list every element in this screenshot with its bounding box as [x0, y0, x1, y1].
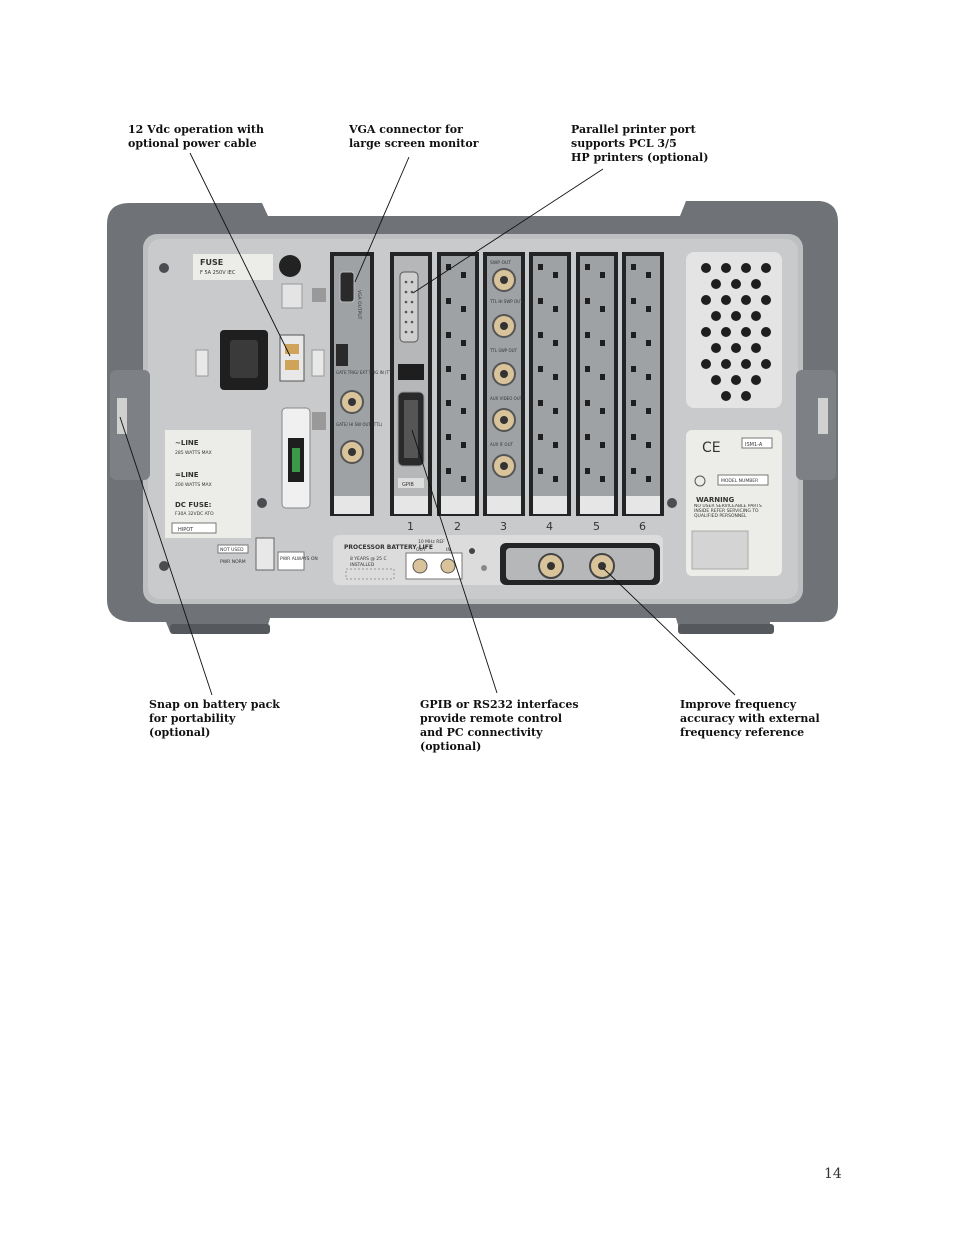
callout-leader-lines — [119, 152, 736, 696]
callout-power-cable: 12 Vdc operation with optional power cab… — [128, 123, 264, 150]
power-mode-switch[interactable] — [255, 537, 275, 571]
dc-fuse-rating: F30A 32VDC ATO — [175, 511, 214, 517]
battery-years: 8 YEARS @ 25 C — [350, 556, 387, 562]
hipot-label: HIPOT — [178, 527, 194, 533]
slot-number-2: 2 — [454, 520, 461, 533]
slot-number-5: 5 — [593, 520, 600, 533]
ref-in-connector[interactable] — [440, 558, 456, 574]
warning-text: NO USER SERVICEABLE PARTS INSIDE REFER S… — [694, 504, 762, 519]
ce-mark: CE — [702, 440, 721, 456]
card-slots: VGA OUTPUT GATE TRIG/ EXT TRIG IN (TTL) … — [330, 252, 664, 533]
dc-power-connector[interactable] — [279, 334, 305, 382]
line-watts: 285 WATTS MAX — [175, 450, 212, 456]
vga-output-label: VGA OUTPUT — [356, 290, 362, 320]
gpib-tag: GPIB — [402, 482, 414, 488]
slot-number-3: 3 — [500, 520, 507, 533]
slot-number-4: 4 — [546, 520, 553, 533]
callout-frequency-reference: Improve frequency accuracy with external… — [680, 698, 820, 739]
fan-grille — [686, 252, 782, 408]
callout-gpib-rs232: GPIB or RS232 interfaces provide remote … — [420, 698, 579, 753]
parallel-printer-port[interactable] — [399, 271, 419, 343]
pwr-norm-label: PWR NORM — [220, 559, 246, 565]
gate-hi-label: GATE/ HI SW OUT (TTL) — [336, 422, 383, 427]
dc-fuse-title: DC FUSE: — [175, 501, 212, 509]
ttl-swp-out-label: TTL SWP OUT — [489, 348, 518, 353]
ref-in-label: IN — [446, 547, 451, 553]
fuse-title: FUSE — [200, 258, 223, 267]
warning-title: WARNING — [696, 496, 735, 504]
battery-installed: INSTALLED — [350, 562, 375, 568]
gate-trig-label: GATE TRIG/ EXT TRIG IN (TTL) — [336, 370, 396, 375]
fuse-label — [193, 254, 273, 280]
ism-label: ISM1-A — [745, 442, 763, 448]
fuse-rating: F 5A 250V IEC — [200, 270, 236, 276]
ref-out-label: OUT — [416, 547, 426, 553]
dc-line-title: =LINE — [175, 471, 199, 479]
instrument-rear-panel: FUSE F 5A 250V IEC ~LINE 285 WATTS MAX =… — [107, 152, 838, 696]
callout-vga-connector: VGA connector for large screen monitor — [349, 123, 479, 150]
callout-printer-port: Parallel printer port supports PCL 3/5 H… — [571, 123, 709, 164]
page-number: 14 — [824, 1166, 842, 1182]
vga-connector[interactable] — [339, 271, 355, 303]
model-number-label: MODEL NUMBER — [721, 478, 758, 484]
battery-title: PROCESSOR BATTERY LIFE — [344, 544, 433, 551]
ref-title: 10 MHz REF — [418, 539, 445, 545]
slot-number-1: 1 — [407, 520, 414, 533]
line-title: ~LINE — [175, 439, 199, 447]
aux-video-label: AUX VIDEO OUT — [490, 396, 523, 401]
ttl-sweep-label: TTL HI SWP OUT — [489, 299, 523, 304]
sweep-out-label: SWP OUT — [490, 260, 511, 266]
line-spec-label — [165, 430, 251, 538]
ref-out-connector[interactable] — [412, 558, 428, 574]
pwr-always-on-label: PWR ALWAYS ON — [280, 556, 318, 562]
dc-watts: 200 WATTS MAX — [175, 482, 212, 488]
slot-number-6: 6 — [639, 520, 646, 533]
callout-battery-pack: Snap on battery pack for portability (op… — [149, 698, 280, 739]
not-used-label: NOT USED — [220, 547, 244, 553]
aux-if-label: AUX IF OUT — [490, 442, 514, 447]
